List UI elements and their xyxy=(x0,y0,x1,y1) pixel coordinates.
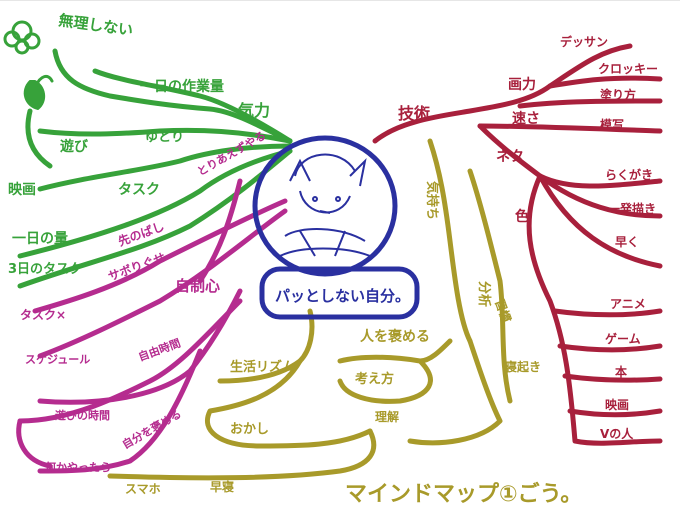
red-main-label: 技術 xyxy=(398,104,430,123)
branch-line xyxy=(407,338,503,446)
red-item: デッサン xyxy=(560,34,608,49)
center-circle xyxy=(252,135,398,277)
branch-line xyxy=(17,148,293,259)
olive-item: 習慣 xyxy=(492,297,514,325)
center-label: パッとしない自分。 xyxy=(275,287,410,305)
red-item: Vの人 xyxy=(600,426,634,441)
red-sub2-label: 速さ xyxy=(512,110,540,127)
character-doodle xyxy=(279,153,371,257)
branch-line xyxy=(205,358,373,449)
center-node xyxy=(252,135,420,320)
olive-main-label: 人を褒める xyxy=(360,328,430,345)
red-item: ゲーム xyxy=(605,331,641,346)
branch-line xyxy=(337,354,433,404)
olive-item: 早寝 xyxy=(210,479,234,494)
branch-line xyxy=(197,178,243,284)
branch-line xyxy=(417,338,453,364)
branch-line xyxy=(25,108,53,169)
olive-item: スマホ xyxy=(125,482,161,496)
branch-line xyxy=(37,208,288,359)
branch-line xyxy=(517,98,663,109)
red-item: アニメ xyxy=(610,297,646,311)
branch-line xyxy=(427,138,473,344)
green-item: 3日のタスク xyxy=(8,262,82,277)
magenta-item: 何かやったら xyxy=(45,460,111,474)
magenta-item: タスク× xyxy=(20,308,66,322)
green-item: タスク xyxy=(118,182,160,198)
magenta-item: スケジュール xyxy=(25,353,90,366)
branch-line xyxy=(526,173,663,446)
branch-line xyxy=(372,43,633,144)
plant-doodle xyxy=(23,74,54,110)
olive-item: おかし xyxy=(230,422,269,437)
olive-branches xyxy=(107,138,513,481)
branch-line xyxy=(107,428,377,481)
red-item: 塗り方 xyxy=(600,87,636,102)
olive-item: 分析 xyxy=(476,281,492,307)
red-item: らくがき xyxy=(605,167,653,182)
green-item: 一日の作業量 xyxy=(140,78,224,95)
magenta-branches xyxy=(16,178,288,474)
branch-line xyxy=(537,173,663,269)
branch-line xyxy=(37,348,203,474)
center-label-box xyxy=(259,266,420,320)
red-sub1-label: 画力 xyxy=(508,76,536,93)
red-item: クロッキー xyxy=(598,62,658,76)
branch-line xyxy=(557,343,663,353)
olive-item: 寝起き xyxy=(505,359,541,374)
branch-line xyxy=(562,373,663,383)
red-item: 映画 xyxy=(605,397,629,412)
green-main-label: 気力 xyxy=(238,101,270,120)
green-item: ゆとり xyxy=(145,130,184,145)
branch-line xyxy=(37,143,293,192)
green-item: 一日の量 xyxy=(12,231,68,247)
olive-item: 生活リズム xyxy=(230,359,295,375)
magenta-main-label: 自制心 xyxy=(175,277,220,295)
branch-line xyxy=(16,418,53,469)
branch-line xyxy=(467,168,513,404)
map-title: マインドマップ①ごう。 xyxy=(345,481,582,507)
branch-line xyxy=(52,48,293,144)
green-item: 無理しない xyxy=(57,11,134,39)
branch-line xyxy=(37,127,293,144)
red-branches xyxy=(372,43,663,446)
olive-item: 理解 xyxy=(375,409,399,424)
branch-line xyxy=(32,198,288,314)
red-sub4-label: 色 xyxy=(515,208,529,225)
branch-line xyxy=(547,75,663,89)
magenta-item: 自由時間 xyxy=(136,336,182,364)
olive-item: 気持ち xyxy=(424,181,440,220)
branch-line xyxy=(552,308,663,318)
branch-line xyxy=(92,68,293,144)
branch-line xyxy=(537,173,663,219)
magenta-item: 遊びの時間 xyxy=(55,408,110,422)
olive-item: 考え方 xyxy=(355,371,394,387)
red-item: 早く xyxy=(615,235,639,249)
green-item: 映画 xyxy=(8,182,36,198)
red-sub3-label: ネタ xyxy=(496,149,524,165)
branch-line xyxy=(17,298,243,424)
red-item: 本 xyxy=(615,364,627,379)
green-item: 遊び xyxy=(60,138,89,155)
branch-line xyxy=(567,408,663,418)
red-item: 模写 xyxy=(600,117,624,132)
branch-line xyxy=(477,123,663,134)
flower-doodle xyxy=(3,20,41,55)
red-item: 一発描き xyxy=(608,201,656,216)
